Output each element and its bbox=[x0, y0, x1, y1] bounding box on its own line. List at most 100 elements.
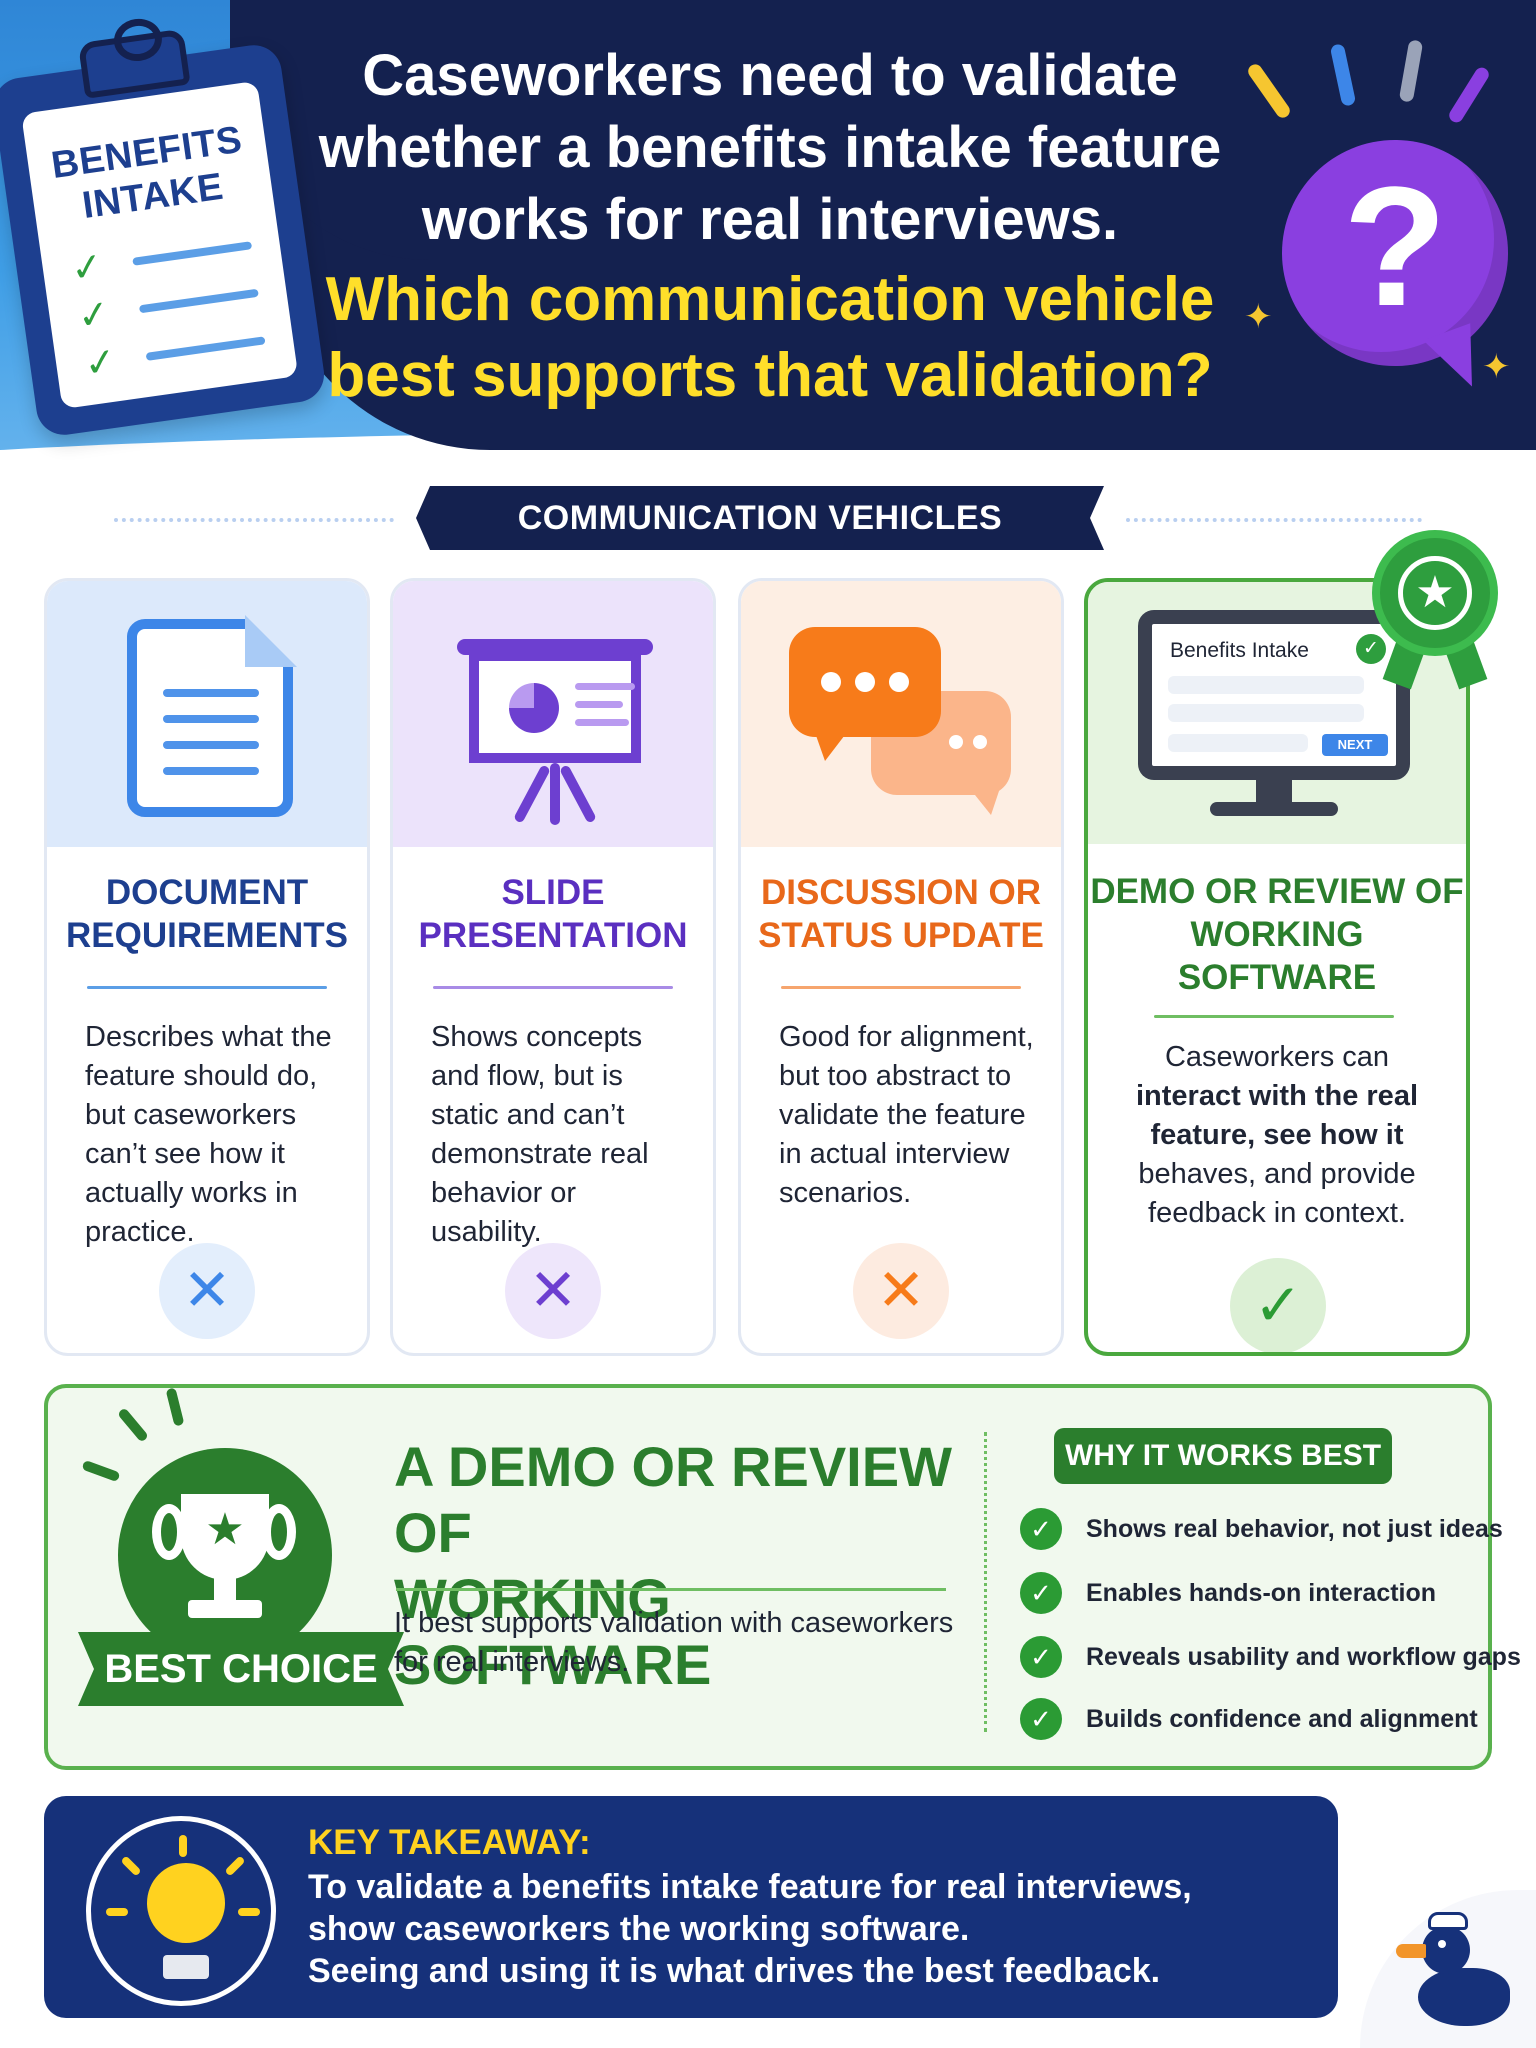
checklist-line bbox=[145, 336, 266, 361]
card-title: DEMO OR REVIEW OF WORKING SOFTWARE bbox=[1090, 872, 1464, 997]
card-slide-presentation: SLIDE PRESENTATION Shows concepts and fl… bbox=[390, 578, 716, 1356]
card-illustration bbox=[393, 581, 713, 847]
card-title: DOCUMENT REQUIREMENTS bbox=[66, 873, 348, 955]
monitor-stand bbox=[1256, 780, 1292, 804]
card-illustration bbox=[741, 581, 1061, 847]
headline-line: works for real interviews. bbox=[421, 187, 1119, 252]
bulb-ray bbox=[120, 1855, 142, 1877]
best-heading: A DEMO OR REVIEW OF WORKING SOFTWARE bbox=[394, 1434, 954, 1698]
bulb-glass bbox=[147, 1863, 225, 1943]
duck-beak bbox=[1396, 1944, 1426, 1958]
duck-mascot-icon bbox=[1360, 1890, 1536, 2048]
trophy-base bbox=[188, 1600, 262, 1618]
chat-dot bbox=[949, 735, 963, 749]
card-title: SLIDE PRESENTATION bbox=[418, 873, 688, 955]
card-description: Caseworkers can interact with the real f… bbox=[1108, 1038, 1446, 1233]
document-line bbox=[163, 689, 259, 697]
easel-leg bbox=[550, 763, 560, 825]
sailor-hat bbox=[1428, 1912, 1468, 1930]
vertical-divider bbox=[984, 1432, 987, 1732]
takeaway-heading: KEY TAKEAWAY: bbox=[308, 1823, 591, 1862]
x-icon: ✕ bbox=[159, 1243, 255, 1339]
card-description-line: interact with the real bbox=[1135, 1080, 1418, 1112]
chat-bubble-front bbox=[789, 627, 941, 761]
document-page bbox=[127, 619, 293, 817]
trophy-cup: ★ bbox=[181, 1494, 269, 1580]
why-item-text: Builds confidence and alignment bbox=[1086, 1705, 1478, 1733]
chat-dot bbox=[855, 672, 875, 692]
why-item-text: Shows real behavior, not just ideas bbox=[1086, 1515, 1503, 1543]
question-line: Which communication vehicle bbox=[325, 265, 1215, 334]
card-document-requirements: DOCUMENT REQUIREMENTS Describes what the… bbox=[44, 578, 370, 1356]
document-icon bbox=[127, 615, 297, 817]
question-line: best supports that validation? bbox=[327, 341, 1213, 410]
card-title: DISCUSSION OR STATUS UPDATE bbox=[758, 873, 1044, 955]
card-divider bbox=[781, 986, 1021, 989]
card-discussion-status-update: DISCUSSION OR STATUS UPDATE Good for ali… bbox=[738, 578, 1064, 1356]
screen-row bbox=[1168, 704, 1364, 722]
takeaway-line: show caseworkers the working software. bbox=[308, 1910, 970, 1948]
card-description-line: feedback in context. bbox=[1148, 1197, 1406, 1229]
clipboard-title: BENEFITS INTAKE bbox=[48, 118, 245, 228]
checklist-line bbox=[138, 288, 259, 314]
check-icon: ✓ bbox=[68, 245, 106, 292]
bulb-ray bbox=[106, 1908, 128, 1916]
award-badge-icon: ★ bbox=[1380, 538, 1490, 648]
x-icon: ✕ bbox=[853, 1243, 949, 1339]
takeaway-line: To validate a benefits intake feature fo… bbox=[308, 1868, 1192, 1906]
x-icon: ✕ bbox=[505, 1243, 601, 1339]
duck-head bbox=[1422, 1926, 1470, 1974]
bulb-ray bbox=[238, 1908, 260, 1916]
divider bbox=[396, 1588, 946, 1591]
screen-next-button: NEXT bbox=[1322, 734, 1388, 756]
chat-dot bbox=[889, 672, 909, 692]
burst-line bbox=[81, 1459, 121, 1483]
duck-body bbox=[1418, 1968, 1510, 2026]
card-illustration bbox=[47, 581, 367, 847]
check-icon: ✓ bbox=[81, 340, 120, 387]
section-header: COMMUNICATION VEHICLES COMPARED bbox=[0, 486, 1536, 550]
clipboard-paper: BENEFITS INTAKE ✓ ✓ ✓ bbox=[21, 80, 299, 410]
best-heading-line: WORKING SOFTWARE bbox=[394, 1567, 712, 1696]
card-divider bbox=[433, 986, 673, 989]
pie-chart-icon bbox=[509, 683, 559, 733]
check-icon: ✓ bbox=[1020, 1636, 1062, 1678]
sparkle-icon: ✦ bbox=[1244, 298, 1273, 336]
clipboard-icon: BENEFITS INTAKE ✓ ✓ ✓ bbox=[0, 28, 328, 439]
easel-leg bbox=[513, 764, 551, 824]
presentation-board bbox=[469, 651, 641, 763]
card-description-line: feature, see how it bbox=[1150, 1119, 1404, 1151]
card-description: Shows concepts and flow, but is static a… bbox=[431, 1021, 649, 1248]
card-divider bbox=[87, 986, 327, 989]
chat-dot bbox=[973, 735, 987, 749]
headline-line: whether a benefits intake feature bbox=[318, 115, 1222, 180]
check-icon: ✓ bbox=[1020, 1698, 1062, 1740]
takeaway-line: Seeing and using it is what drives the b… bbox=[308, 1952, 1161, 1990]
why-item: ✓ Reveals usability and workflow gaps bbox=[1020, 1634, 1521, 1680]
check-icon: ✓ bbox=[75, 292, 113, 339]
card-description-line: behaves, and provide bbox=[1138, 1158, 1416, 1190]
document-fold bbox=[245, 615, 297, 667]
presentation-line bbox=[575, 719, 629, 726]
monitor-base bbox=[1210, 802, 1338, 816]
chat-bubbles-icon bbox=[789, 627, 1029, 827]
burst-line bbox=[116, 1407, 150, 1443]
burst-line bbox=[165, 1387, 185, 1427]
check-icon: ✓ bbox=[1020, 1508, 1062, 1550]
why-item: ✓ Builds confidence and alignment bbox=[1020, 1696, 1480, 1742]
best-choice-banner: BEST CHOICE bbox=[78, 1632, 404, 1706]
trophy-icon: ★ bbox=[118, 1448, 332, 1662]
headline-line: Caseworkers need to validate bbox=[362, 43, 1178, 108]
card-divider bbox=[1154, 1015, 1394, 1018]
divider bbox=[114, 518, 394, 522]
bulb-ray bbox=[224, 1855, 246, 1877]
document-line bbox=[163, 715, 259, 723]
bulb-ray bbox=[179, 1835, 187, 1857]
trophy-stem bbox=[214, 1578, 236, 1602]
document-line bbox=[163, 767, 259, 775]
check-icon: ✓ bbox=[1230, 1258, 1326, 1352]
presentation-line bbox=[575, 683, 635, 690]
duck-eye bbox=[1438, 1940, 1446, 1948]
why-it-works-title: WHY IT WORKS BEST bbox=[1054, 1428, 1392, 1484]
monitor-icon: Benefits Intake ✓ NEXT bbox=[1138, 610, 1410, 820]
